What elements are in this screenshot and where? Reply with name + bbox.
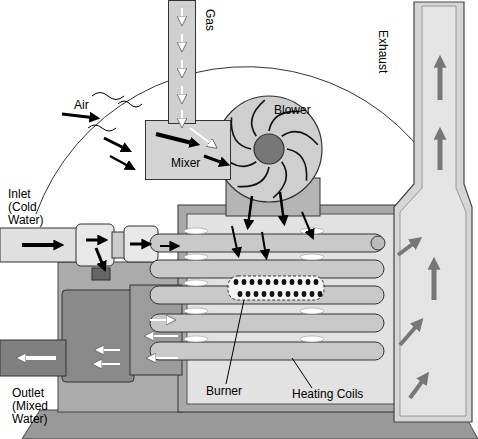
flow-arrow	[104, 138, 128, 150]
flow-arrow	[148, 335, 178, 337]
fan-hub	[254, 134, 284, 164]
part-label: Heating Coils	[292, 388, 392, 401]
flame-jet	[184, 254, 208, 260]
flow-arrow	[150, 319, 172, 321]
flame-jet	[184, 336, 208, 342]
burner-hole	[298, 279, 303, 285]
node-label: Exhaust	[376, 30, 389, 73]
heating-coil	[150, 342, 384, 360]
stack-outline	[394, 2, 472, 422]
burner-hole	[274, 279, 279, 285]
outlet-pipe	[0, 340, 66, 376]
exhaust-stack: Exhaust	[392, 2, 474, 424]
inlet-valve	[76, 224, 114, 266]
leader-line	[292, 358, 312, 388]
fan-blade	[273, 162, 286, 198]
flow-arrow	[20, 356, 56, 360]
burner-hole	[306, 279, 311, 285]
part-label: Outlet (Mixed Water)	[12, 387, 60, 426]
part-label: Inlet (Cold Water)	[8, 188, 52, 227]
burner-hole	[258, 279, 263, 285]
node-label: Mixer	[171, 157, 200, 170]
fan-blade	[252, 100, 265, 136]
flow-arrow	[160, 245, 176, 247]
inlet-pipe	[0, 228, 80, 262]
stack-lining	[400, 6, 466, 416]
burner-hole	[318, 291, 323, 297]
flow-arrow	[262, 232, 266, 256]
burner-hole	[314, 279, 319, 285]
burner-holes	[234, 279, 323, 297]
burner-tube	[228, 276, 324, 300]
mixing-valve	[62, 290, 134, 382]
node-shape	[392, 2, 474, 424]
leader-line	[226, 300, 244, 384]
heating-coil	[150, 234, 384, 252]
flow-arrow	[302, 212, 312, 236]
fan-blade	[282, 132, 318, 145]
burner-hole	[246, 291, 251, 297]
flow-arrow	[232, 226, 238, 254]
flow-arrow	[22, 243, 60, 247]
fan-blade	[231, 117, 251, 149]
burner-hole	[234, 279, 239, 285]
flame-jet	[184, 228, 208, 234]
flow-arrow	[150, 357, 178, 359]
flame-jet	[300, 254, 324, 260]
air-swirl	[92, 93, 124, 100]
flow-arrow	[86, 239, 104, 242]
arrow-group	[20, 8, 440, 398]
flow-arrow	[98, 349, 120, 351]
flame-jet	[184, 280, 208, 286]
fan-blade	[287, 149, 307, 181]
burner-hole	[238, 291, 243, 297]
flow-arrow	[96, 248, 104, 268]
pedestal	[58, 262, 182, 412]
burner-hole	[290, 279, 295, 285]
flame-jet	[300, 308, 324, 314]
burner-hole	[282, 279, 287, 285]
burner-hole	[250, 279, 255, 285]
burner-hole	[294, 291, 299, 297]
fan-blade	[220, 153, 256, 166]
gas-pipe: Gas	[168, 0, 196, 124]
burner-hole	[270, 291, 275, 297]
thermostat-element	[92, 268, 110, 280]
fan-blade	[237, 167, 269, 187]
air-swirl	[88, 125, 116, 131]
burner-hole	[262, 291, 267, 297]
mixer-duct: Mixer	[145, 120, 231, 180]
heating-coil	[150, 260, 384, 278]
burner-hole	[266, 279, 271, 285]
part-label: Burner	[206, 385, 266, 398]
burner-hole	[278, 291, 283, 297]
blower-casing	[216, 96, 322, 202]
flame-jet	[300, 336, 324, 342]
heating-coil-group	[150, 228, 385, 360]
burner-hole	[310, 291, 315, 297]
flow-arrow	[62, 114, 96, 118]
flow-arrow	[110, 156, 132, 168]
node-label: Gas	[203, 9, 216, 31]
flame-jet	[300, 228, 324, 234]
coil-end	[371, 236, 385, 250]
flow-arrow	[248, 196, 252, 226]
air-swirl	[118, 101, 142, 107]
flame-jet	[184, 308, 208, 314]
burner-hole	[242, 279, 247, 285]
burner-hole	[254, 291, 259, 297]
part-label: Air	[74, 99, 114, 112]
burner-hole	[286, 291, 291, 297]
node-label: Blower	[274, 104, 311, 117]
flow-arrow	[130, 243, 148, 246]
burner-hole	[302, 291, 307, 297]
heating-coil	[150, 314, 384, 332]
flow-arrow	[96, 363, 120, 365]
